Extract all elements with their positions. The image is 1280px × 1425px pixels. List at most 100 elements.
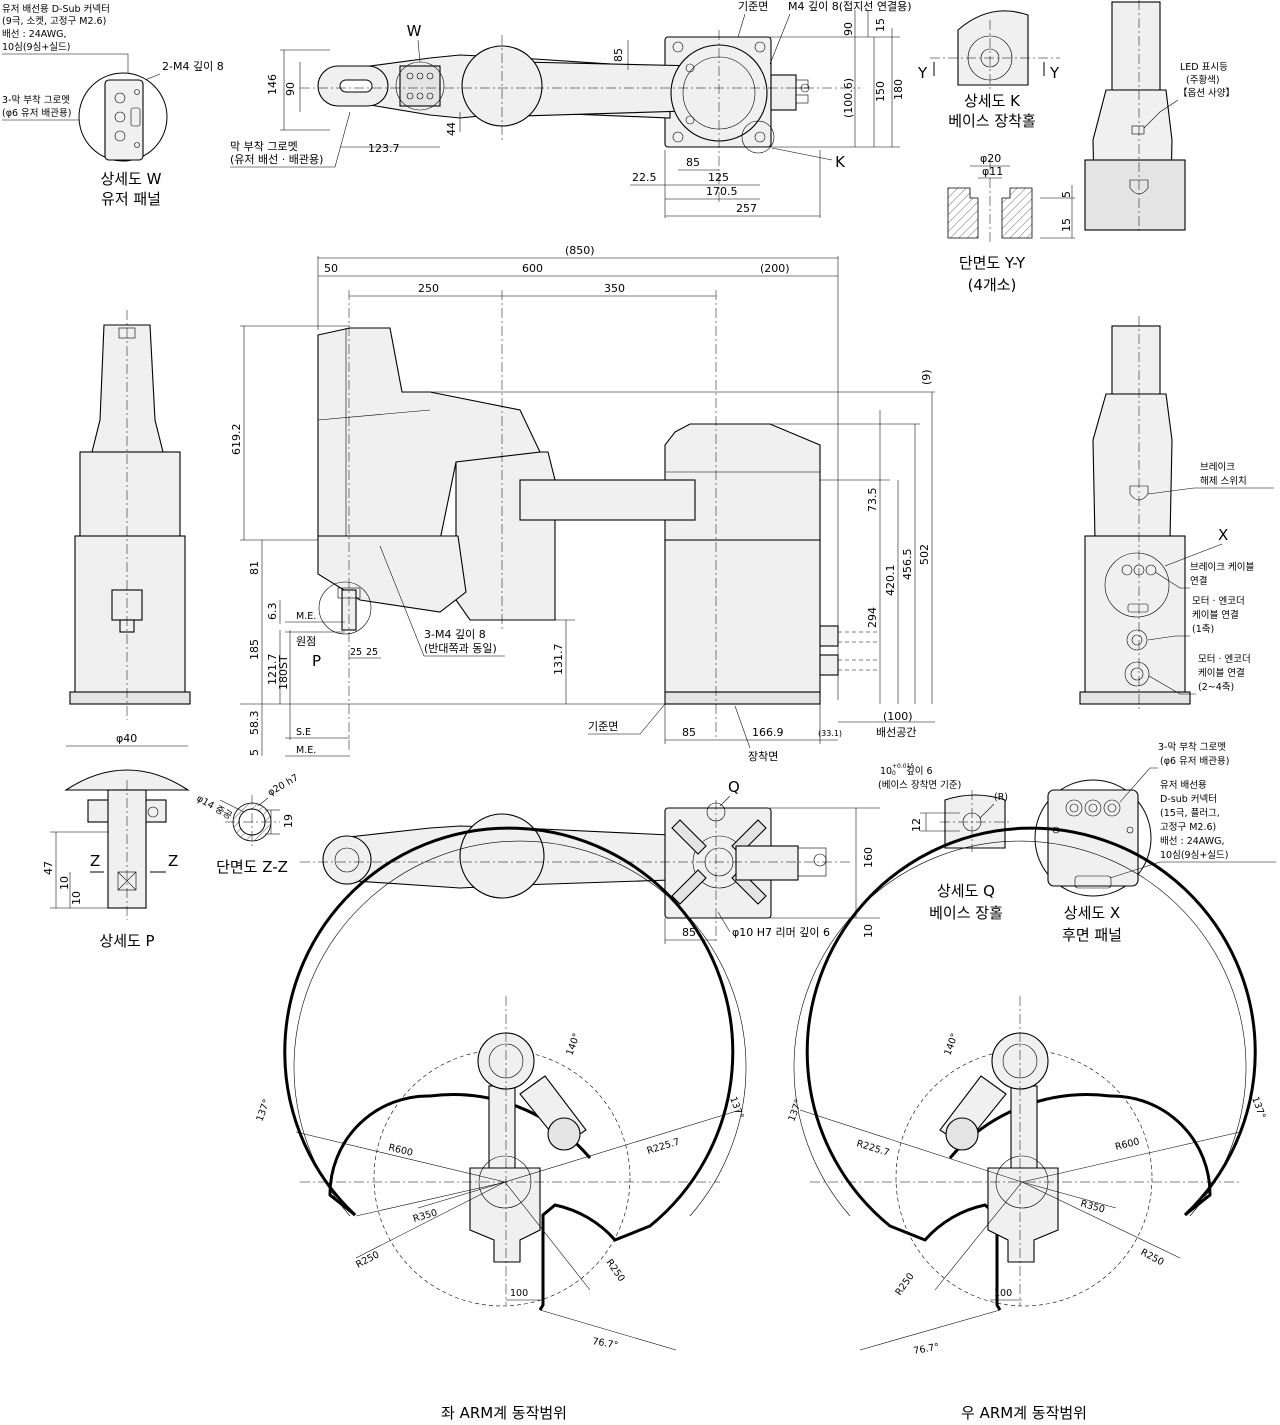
dim: 44 — [445, 122, 458, 136]
dim: 85 — [682, 926, 696, 939]
brake-cable: 브레이크 케이블 — [1190, 562, 1254, 573]
se: S.E — [296, 727, 311, 738]
r600: R600 — [1114, 1136, 1141, 1153]
dim: 50 — [324, 262, 338, 275]
r350: R350 — [412, 1207, 439, 1224]
shaft-dia: φ20 h7 — [266, 772, 300, 798]
dim: (100.6) — [842, 78, 855, 118]
angle-76-7: 76.7° — [591, 1336, 618, 1351]
range-right: 137° 140° 137° 76.7° R225.7 R600 R350 R2… — [786, 826, 1267, 1422]
dim: 257 — [736, 202, 757, 215]
motor24: 모터 · 엔코더 — [1198, 654, 1251, 665]
dim: 180ST — [277, 655, 290, 690]
y-left: Y — [917, 64, 928, 82]
dim: 47 — [42, 861, 55, 875]
brake-switch: 브레이크 — [1200, 462, 1235, 473]
dim: 85 — [682, 726, 696, 739]
ref-plane: 기준면 — [588, 720, 618, 733]
detail-p: φ40 47 10 10 Z Z 상세도 P — [42, 732, 190, 950]
detail-x: 3-막 부착 그로멧 (φ6 유저 배관용) 유저 배선용 D-sub 커넥터 … — [1034, 742, 1276, 944]
detail-q: 10 +0.015 0 깊이 6 (베이스 장착면 기준) (R) 12 상세도… — [878, 763, 1010, 922]
dim: 456.5 — [901, 549, 914, 581]
dim: 250 — [418, 282, 439, 295]
dim: 22.5 — [632, 171, 657, 184]
dim: 73.5 — [866, 488, 879, 513]
detail-x-subtitle: 후면 패널 — [1062, 926, 1122, 944]
z-right: Z — [168, 852, 178, 870]
label-w: W — [407, 22, 422, 40]
label-x: X — [1218, 526, 1228, 544]
origin: 원점 — [296, 635, 316, 648]
x-dsub: 고정구 M2.6) — [1160, 822, 1216, 833]
label-p: P — [312, 652, 321, 670]
detail-k: Y Y 상세도 K 베이스 장착홀 — [917, 10, 1060, 130]
brake-switch: 해제 스위치 — [1200, 475, 1247, 487]
r350: R350 — [1079, 1198, 1106, 1215]
x-grommet: (φ6 유저 배관용) — [1160, 756, 1229, 767]
dim: 25 — [366, 647, 378, 658]
dim: 600 — [522, 262, 543, 275]
dim: 10 — [58, 876, 71, 890]
detail-p-title: 상세도 P — [99, 932, 154, 950]
dim: 180 — [892, 79, 905, 100]
detail-q-subtitle: 베이스 장홀 — [929, 904, 1003, 922]
dim: (9) — [920, 369, 933, 385]
r250-left: R250 — [354, 1249, 381, 1270]
dsub-note-line: 10심(9심+실드) — [2, 42, 70, 53]
brake-cable: 연결 — [1190, 576, 1207, 587]
led-note: 【옵션 사양】 — [1178, 88, 1235, 99]
r250-left: R250 — [893, 1271, 916, 1298]
dim: 85 — [686, 156, 700, 169]
tap-note: (반대쪽과 동일) — [424, 641, 497, 655]
x-dsub: 배선 : 24AWG, — [1160, 836, 1225, 847]
dim: 10 — [862, 924, 875, 938]
detail-q-title: 상세도 Q — [937, 882, 995, 900]
grommet-note: (유저 배선 · 배관용) — [230, 153, 323, 166]
motor1: 케이블 연결 — [1192, 610, 1239, 621]
dim: 294 — [866, 607, 879, 628]
angle-140: 140° — [942, 1032, 960, 1057]
r250-right: R250 — [604, 1257, 627, 1284]
dim: 85 — [612, 48, 625, 62]
ref-plane-label: 기준면 — [738, 0, 768, 13]
dim: 15 — [1060, 218, 1073, 232]
dim: 81 — [248, 561, 261, 575]
dim: 123.7 — [368, 142, 400, 155]
dim: (200) — [760, 262, 790, 275]
x-dsub: 유저 배선용 — [1160, 780, 1207, 791]
section-zz: 19 φ14 중공 φ20 h7 단면도 Z-Z — [195, 772, 301, 876]
range-left: 137° 140° 137° 76.7° R600 R225.7 R350 R2… — [254, 826, 747, 1422]
dim: 131.7 — [552, 644, 565, 676]
dim: 6.3 — [266, 603, 279, 621]
me-bot: M.E. — [296, 745, 316, 756]
mount-plane: 장착면 — [748, 750, 778, 763]
section-zz-title: 단면도 Z-Z — [216, 858, 288, 876]
front-view: (850) 50 600 (200) 250 350 619.2 81 185 … — [230, 244, 935, 763]
dim: 146 — [266, 74, 279, 95]
detail-x-title: 상세도 X — [1064, 904, 1120, 922]
cable-space: 배선공간 — [876, 726, 916, 739]
dim: 350 — [604, 282, 625, 295]
dim: (850) — [565, 244, 595, 257]
detail-w-title: 상세도 W — [101, 170, 162, 188]
dim: 10 — [70, 891, 83, 905]
right-side-view: 브레이크 해제 스위치 X 브레이크 케이블 연결 모터 · 엔코더 케이블 연… — [1079, 316, 1274, 710]
hollow-dia: φ14 중공 — [195, 793, 234, 822]
motor1: 모터 · 엔코더 — [1192, 596, 1245, 607]
dim-100: 100 — [994, 1288, 1012, 1299]
dim: 90 — [842, 22, 855, 36]
detail-k-subtitle: 베이스 장착홀 — [948, 112, 1036, 130]
detail-k-title: 상세도 K — [964, 92, 1021, 110]
me-top: M.E. — [296, 611, 316, 622]
dim-100: 100 — [510, 1288, 528, 1299]
motor24: (2~4축) — [1198, 682, 1234, 693]
angle-76-7: 76.7° — [913, 1342, 940, 1357]
dsub-note-line: 유저 배선용 D-Sub 커넥터 — [2, 4, 110, 15]
x-dsub: D-sub 커넥터 — [1160, 794, 1217, 805]
x-dsub: 10심(9심+실드) — [1160, 850, 1228, 861]
dim: 12 — [910, 818, 923, 832]
angle-137-right: 137° — [727, 1095, 745, 1120]
bottom-view: Q 160 85 10 φ10 H7 리머 깊이 6 — [300, 778, 880, 944]
dim: 166.9 — [752, 726, 784, 739]
